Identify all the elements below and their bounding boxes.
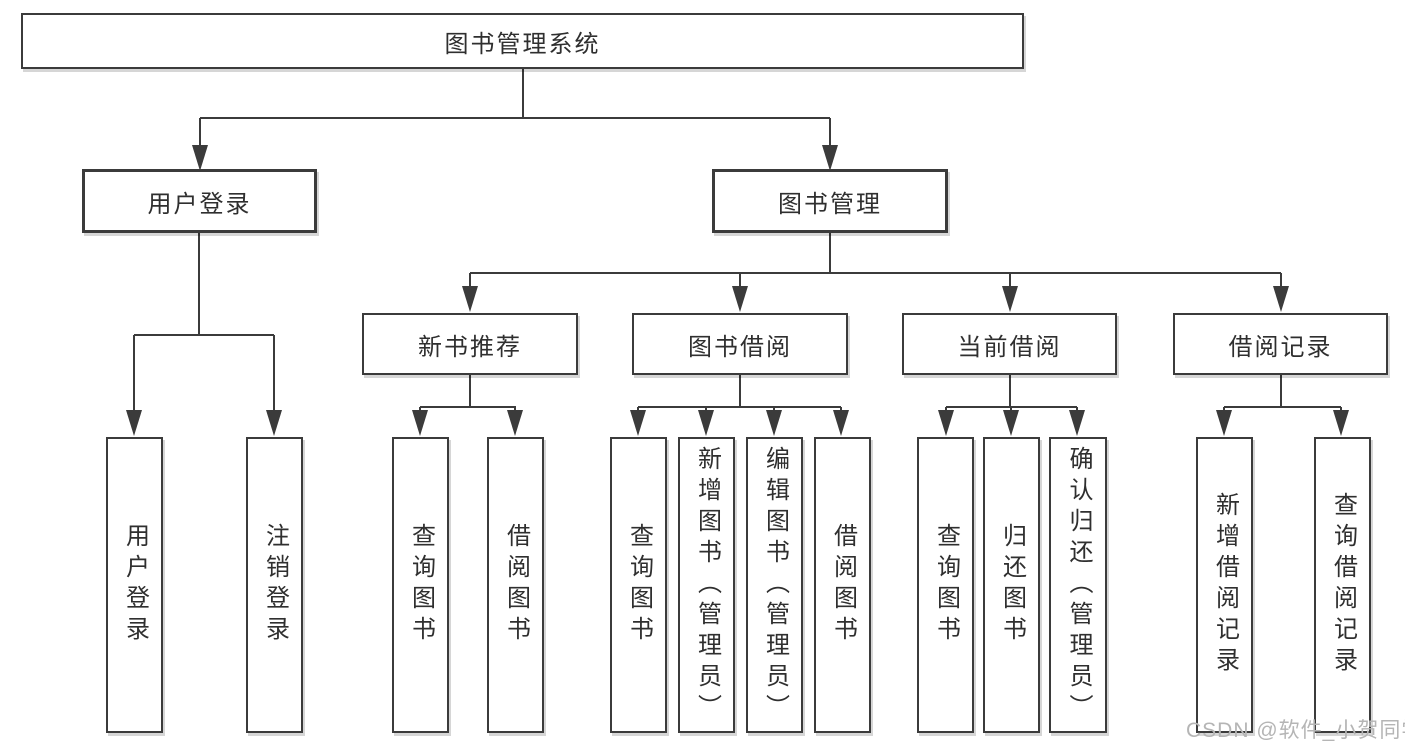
leaf-label: 查询图书	[625, 523, 653, 647]
arrow-down-icon	[1273, 286, 1289, 312]
arrow-down-icon	[192, 145, 208, 171]
arrow-down-icon	[462, 286, 478, 312]
node-borrow-records: 借阅记录	[1173, 313, 1388, 375]
arrow-down-icon	[766, 410, 782, 436]
node-label: 图书借阅	[688, 333, 792, 361]
arrow-down-icon	[822, 145, 838, 171]
leaf-query-books-recommend: 查询图书	[392, 437, 449, 733]
arrow-down-icon	[698, 410, 714, 436]
node-label: 图书管理	[778, 190, 882, 218]
leaf-query-books-current: 查询图书	[917, 437, 974, 733]
leaf-label: 借阅图书	[502, 523, 530, 647]
leaf-label: 新增图书（管理员）	[693, 445, 721, 725]
node-current-borrow: 当前借阅	[902, 313, 1117, 375]
arrow-down-icon	[630, 410, 646, 436]
leaf-label: 查询借阅记录	[1329, 492, 1357, 678]
node-book-borrow: 图书借阅	[632, 313, 848, 375]
node-new-book-recommend: 新书推荐	[362, 313, 578, 375]
node-label: 新书推荐	[418, 333, 522, 361]
node-root-library-system: 图书管理系统	[21, 13, 1024, 69]
leaf-query-borrow-record: 查询借阅记录	[1314, 437, 1371, 733]
arrow-down-icon	[1002, 286, 1018, 312]
node-book-management: 图书管理	[712, 169, 948, 233]
arrow-down-icon	[126, 410, 142, 436]
arrow-down-icon	[1216, 410, 1232, 436]
leaf-return-books: 归还图书	[983, 437, 1040, 733]
node-user-login: 用户登录	[82, 169, 317, 233]
leaf-add-book-admin: 新增图书（管理员）	[678, 437, 735, 733]
arrow-down-icon	[1333, 410, 1349, 436]
leaf-label: 查询图书	[932, 523, 960, 647]
leaf-edit-book-admin: 编辑图书（管理员）	[746, 437, 803, 733]
leaf-user-login: 用户登录	[106, 437, 163, 733]
arrow-down-icon	[1003, 410, 1019, 436]
node-label: 当前借阅	[957, 333, 1062, 361]
arrow-down-icon	[732, 286, 748, 312]
node-label: 用户登录	[147, 190, 252, 218]
leaf-borrow-books: 借阅图书	[814, 437, 871, 733]
leaf-label: 查询图书	[407, 523, 435, 647]
arrow-down-icon	[833, 410, 849, 436]
arrow-down-icon	[266, 410, 282, 436]
leaf-label: 编辑图书（管理员）	[761, 445, 789, 725]
leaf-label: 确认归还（管理员）	[1065, 445, 1092, 725]
leaf-logout: 注销登录	[246, 437, 303, 733]
arrow-down-icon	[412, 410, 428, 436]
arrow-down-icon	[938, 410, 954, 436]
leaf-label: 新增借阅记录	[1211, 492, 1239, 678]
arrow-down-icon	[507, 410, 523, 436]
leaf-confirm-return-admin: 确认归还（管理员）	[1049, 437, 1107, 733]
node-label: 借阅记录	[1228, 333, 1333, 361]
leaf-label: 借阅图书	[829, 523, 857, 647]
leaf-borrow-books-recommend: 借阅图书	[487, 437, 544, 733]
leaf-query-books-borrow: 查询图书	[610, 437, 667, 733]
leaf-label: 注销登录	[261, 523, 289, 647]
arrow-down-icon	[1069, 410, 1085, 436]
leaf-label: 用户登录	[121, 523, 149, 647]
csdn-watermark: CSDN @软件_小贺同学	[1186, 719, 1405, 742]
leaf-label: 归还图书	[998, 523, 1026, 647]
node-label: 图书管理系统	[444, 30, 601, 58]
leaf-add-borrow-record: 新增借阅记录	[1196, 437, 1253, 733]
